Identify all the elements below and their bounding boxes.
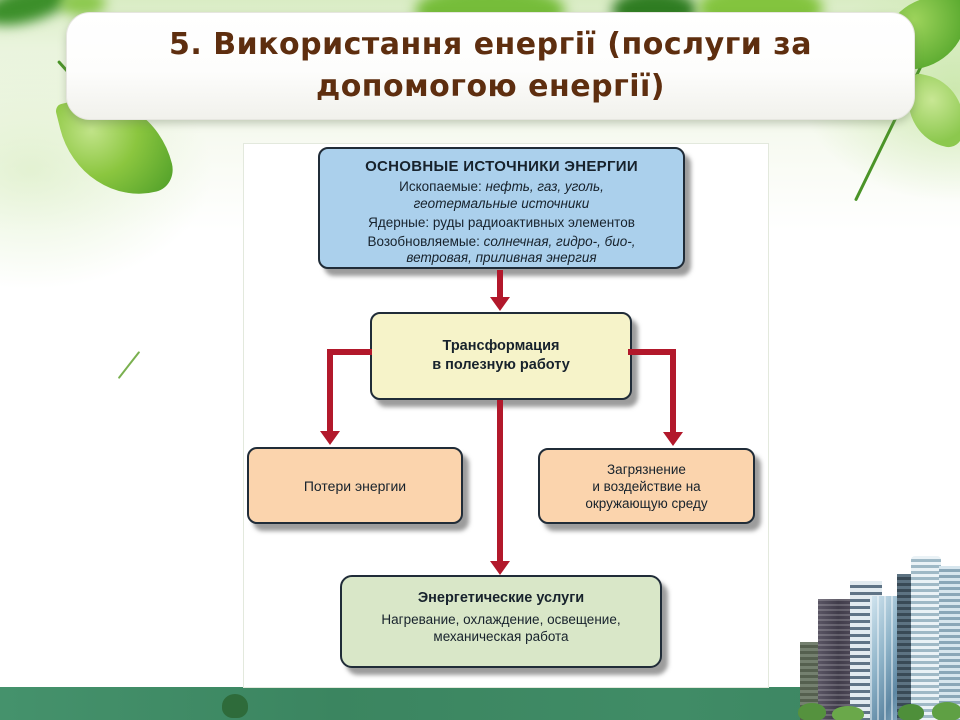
services-box-text: Нагревание, охлаждение, освещение, механ… xyxy=(381,612,621,644)
arrowhead-down-icon xyxy=(320,431,340,445)
city-building-image xyxy=(939,566,960,720)
arrow-line-transformation-to-pollution xyxy=(670,349,676,433)
renewable-label: Возобновляемые: xyxy=(367,233,480,249)
slide-title-card: 5. Використання енергії (послуги за допо… xyxy=(66,12,915,120)
pollution-line3: окружающую среду xyxy=(585,495,708,511)
transformation-line1: Трансформация xyxy=(442,338,560,354)
tree-icon xyxy=(898,704,924,720)
transformation-line2: в полезную работу xyxy=(432,357,570,373)
sources-line-nuclear: Ядерные: руды радиоактивных элементов xyxy=(320,215,683,232)
city-building-image xyxy=(800,642,820,720)
arrow-line-transformation-to-losses xyxy=(327,349,333,432)
fossil-label: Ископаемые: xyxy=(399,179,482,194)
pollution-line1: Загрязнение xyxy=(607,461,686,477)
diagram-node-pollution: Загрязнение и воздействие на окружающую … xyxy=(538,448,755,524)
tree-icon xyxy=(832,706,864,720)
city-building-image xyxy=(897,574,913,720)
tree-icon xyxy=(222,694,248,718)
fossil-value: нефть, газ, уголь, геотермальные источни… xyxy=(413,179,604,211)
diagram-node-energy-sources: ОСНОВНЫЕ ИСТОЧНИКИ ЭНЕРГИИ Ископаемые: н… xyxy=(318,147,685,269)
tree-icon xyxy=(798,703,826,720)
slide-title-line1: 5. Використання енергії (послуги за xyxy=(169,27,812,62)
diagram-node-energy-losses: Потери энергии xyxy=(247,447,463,524)
slide-title-line2: допомогою енергії) xyxy=(315,69,666,104)
tree-icon xyxy=(932,702,960,720)
diagram-node-energy-services: Энергетические услуги Нагревание, охлажд… xyxy=(340,575,662,668)
sources-line-fossil: Ископаемые: нефть, газ, уголь, геотермал… xyxy=(377,179,627,212)
city-building-image xyxy=(818,599,852,720)
city-building-image xyxy=(911,556,941,720)
sources-box-title: ОСНОВНЫЕ ИСТОЧНИКИ ЭНЕРГИИ xyxy=(365,158,638,175)
leaf-stem-decoration xyxy=(117,350,141,380)
diagram-node-transformation: Трансформация в полезную работу xyxy=(370,312,632,400)
arrowhead-down-icon xyxy=(663,432,683,446)
renewable-value: солнечная, гидро-, био-, ветровая, прили… xyxy=(406,233,636,266)
arrow-line-transformation-to-pollution xyxy=(628,349,676,355)
services-box-title: Энергетические услуги xyxy=(417,590,585,606)
nuclear-value: руды радиоактивных элементов xyxy=(432,214,635,230)
sources-line-renewable: Возобновляемые: солнечная, гидро-, био-,… xyxy=(346,234,658,267)
nuclear-label: Ядерные: xyxy=(368,214,430,230)
arrowhead-down-icon xyxy=(490,297,510,311)
arrow-line-sources-to-transformation xyxy=(497,270,503,298)
pollution-line2: и воздействие на xyxy=(592,478,701,494)
arrowhead-down-icon xyxy=(490,561,510,575)
losses-text: Потери энергии xyxy=(303,477,407,494)
arrow-line-transformation-to-losses xyxy=(330,349,372,355)
arrow-line-transformation-to-services xyxy=(497,400,503,562)
